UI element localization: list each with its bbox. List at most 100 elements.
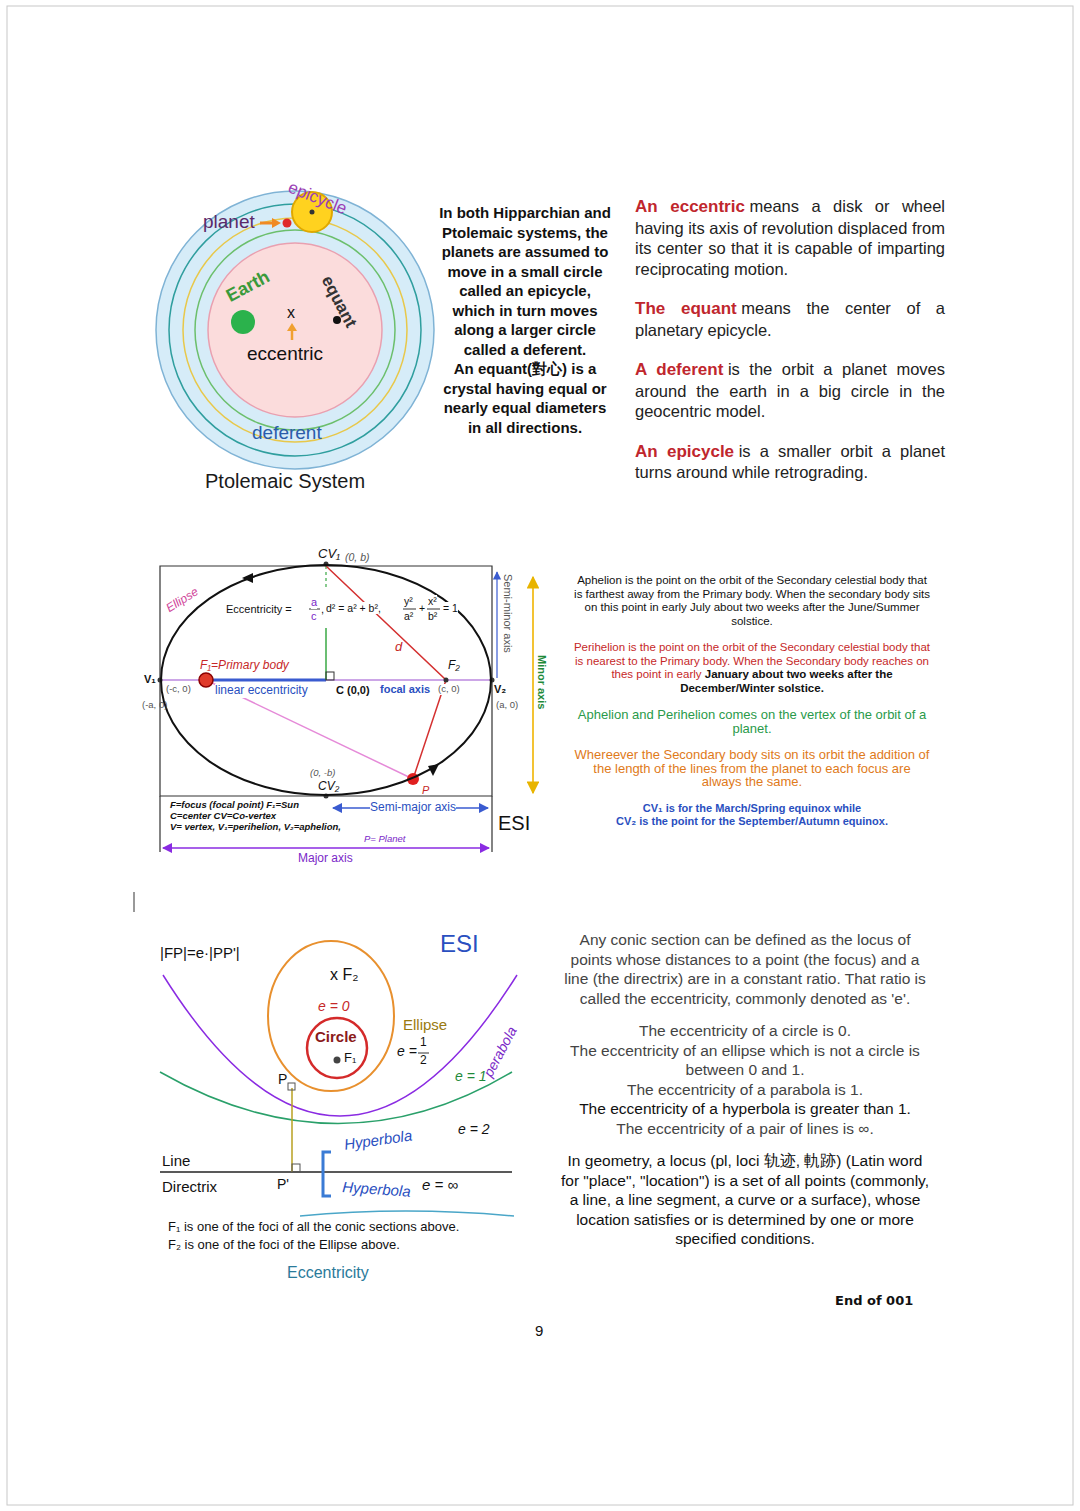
text-block: a² xyxy=(404,610,413,622)
shape-label: eccentric xyxy=(247,343,323,365)
text-label: C=center CV=Co-vertex xyxy=(170,810,276,821)
text-label: d xyxy=(395,639,402,654)
paragraph: Whereever the Secondary body sits on its… xyxy=(572,748,932,789)
text-label: (c, 0) xyxy=(438,683,460,694)
text-block: d² = a² + b², xyxy=(326,602,381,614)
text-block: F₁ is one of the foci of all the conic s… xyxy=(168,1220,459,1235)
text-block: 9 xyxy=(535,1322,543,1339)
earth-disc: Earthxeccentricequant xyxy=(207,242,383,418)
shape-outline xyxy=(267,940,395,1092)
text-block: 2 xyxy=(420,1054,427,1068)
text-block: Aphelion is the point on the orbit of th… xyxy=(572,574,932,829)
shape-label: Circle xyxy=(315,1028,357,1045)
text-block: Hyperbola xyxy=(342,1178,411,1200)
shape-label: Ellipse xyxy=(403,1016,447,1033)
page-frame xyxy=(7,6,1073,1505)
text-block: , xyxy=(321,603,324,616)
conic-circle: Circle xyxy=(305,1016,369,1080)
text-block: c xyxy=(311,610,317,623)
text-label: Minor axis xyxy=(536,655,548,709)
text-label: c xyxy=(311,610,317,622)
shape-outline xyxy=(160,564,492,796)
text-label: , xyxy=(321,603,324,615)
text-label: Line xyxy=(162,1152,190,1169)
text-label: The eccentricity of a circle is 0. xyxy=(639,1022,851,1039)
text-label: x F₂ xyxy=(330,966,358,983)
text-label: |FP|=e·|PP'| xyxy=(160,944,240,961)
text-block: (c, 0) xyxy=(438,684,460,695)
text-label: e = xyxy=(397,1043,417,1059)
text-block: In both Hipparchian and Ptolemaic system… xyxy=(437,203,613,437)
text-block: End of 001 xyxy=(835,1294,913,1309)
ellipse-figure xyxy=(158,562,534,853)
epicycle-circle: epicycle xyxy=(291,191,333,233)
text-label: An equant(對心) is a crystal having equal … xyxy=(443,360,606,436)
text-block: e = ∞ xyxy=(422,1176,458,1193)
text-block: V= vertex, V₁=perihelion, V₂=aphelion, xyxy=(170,822,341,833)
text-block: P xyxy=(278,1071,287,1087)
text-label: F₁=Primary body xyxy=(200,658,289,672)
text-block: P' xyxy=(277,1176,289,1192)
shape-label: deferent xyxy=(252,422,322,444)
paragraph: The equantmeans the center of a planetar… xyxy=(635,298,945,340)
text-label: January about two weeks after the Decemb… xyxy=(680,668,892,694)
text-label: y² xyxy=(404,595,413,607)
text-block: = 1 xyxy=(443,602,458,614)
paragraph: The eccentricity of a circle is 0. xyxy=(560,1021,930,1041)
text-label: CV₂ is the point for the September/Autum… xyxy=(616,815,888,827)
text-label: In geometry, a locus (pl, loci 轨迹, 軌跡) (… xyxy=(561,1152,929,1247)
text-label: (0, b) xyxy=(345,551,370,563)
text-block: F₁=Primary body xyxy=(200,659,289,673)
text-block: (-c, 0) xyxy=(166,684,191,695)
text-label: d² = a² + b², xyxy=(326,602,381,614)
text-block: Semi-minor axis xyxy=(501,574,514,653)
text-label: CV₂ xyxy=(318,779,339,793)
text-block: (0, -b) xyxy=(310,768,335,779)
text-label: (-a, 0) xyxy=(142,699,167,710)
text-block: Minor axis xyxy=(535,655,548,709)
text-label: (a, 0) xyxy=(496,699,518,710)
text-label: e = 2 xyxy=(458,1121,490,1137)
text-block: (-a, 0) xyxy=(142,700,167,711)
text-block: C (0,0) xyxy=(336,684,370,697)
text-label: + xyxy=(419,602,425,614)
text-label: P xyxy=(422,784,429,796)
text-label: a² xyxy=(404,610,413,622)
text-label: Semi-major axis xyxy=(370,800,456,814)
text-label: CV₁ is for the March/Spring equinox whil… xyxy=(643,802,861,814)
text-label: An eccentric xyxy=(635,197,745,216)
text-label: The eccentricity of an ellipse which is … xyxy=(570,1042,920,1079)
text-block: Any conic section can be defined as the … xyxy=(560,930,930,1249)
text-label: Aphelion is the point on the orbit of th… xyxy=(574,574,930,627)
text-label: The eccentricity of a parabola is 1. xyxy=(627,1081,863,1098)
text-label: An epicycle xyxy=(635,442,734,461)
text-block: x² xyxy=(428,595,437,607)
text-label: Ptolemaic System xyxy=(205,470,365,492)
paragraph: The eccentricity of a pair of lines is ∞… xyxy=(560,1119,930,1139)
text-block: F=focus (focal point) F₁=Sun xyxy=(170,800,299,811)
text-block: Ptolemaic System xyxy=(205,470,365,493)
text-label: Semi-minor axis xyxy=(502,574,514,653)
text-label: V₂ xyxy=(494,683,506,695)
paragraph: In geometry, a locus (pl, loci 轨迹, 軌跡) (… xyxy=(560,1151,930,1249)
text-block: Directrix xyxy=(162,1178,217,1195)
text-label: C (0,0) xyxy=(336,684,370,696)
shape-outline xyxy=(207,242,383,418)
text-label: ESI xyxy=(498,812,530,834)
text-label: 2 xyxy=(420,1053,427,1067)
paragraph: An equant(對心) is a crystal having equal … xyxy=(437,359,613,437)
text-label: CV₁ xyxy=(318,546,340,561)
text-label: F₁ is one of the foci of all the conic s… xyxy=(168,1219,459,1234)
shape-label: x xyxy=(287,304,295,322)
conic-figure xyxy=(160,975,517,1216)
paragraph: CV₂ is the point for the September/Autum… xyxy=(572,815,932,829)
text-block: (0, b) xyxy=(345,551,370,563)
text-block: ESI xyxy=(498,812,530,835)
text-block: linear eccentricity xyxy=(215,684,308,698)
text-label: P' xyxy=(277,1176,289,1192)
text-block: a xyxy=(311,596,317,609)
text-block: P xyxy=(422,784,429,797)
text-block: ESI xyxy=(440,930,479,958)
text-block: focal axis xyxy=(380,683,430,696)
text-label: e = ∞ xyxy=(422,1176,458,1193)
